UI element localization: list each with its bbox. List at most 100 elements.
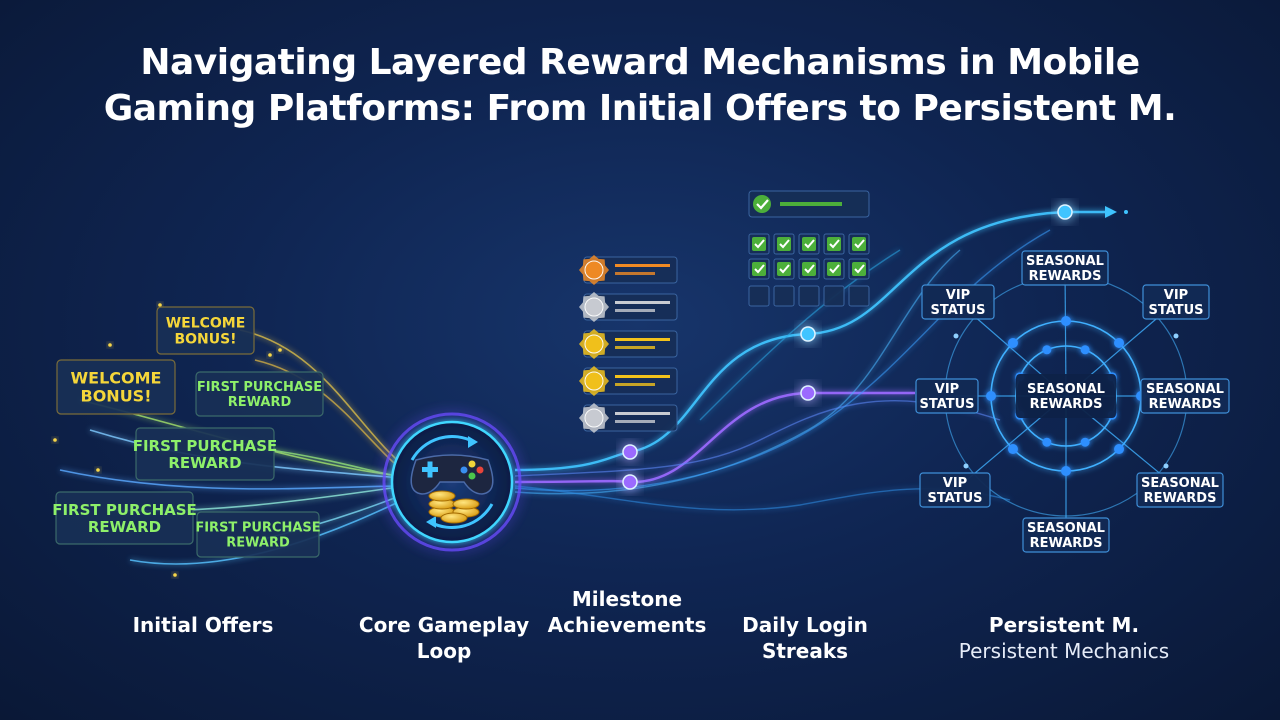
fan-line-7 (59, 469, 421, 490)
flow-node-4 (1057, 204, 1073, 220)
gamepad-icon (410, 454, 494, 495)
flow-line-6 (699, 249, 901, 421)
milestone-achievements-group (579, 255, 678, 433)
medal-core (584, 297, 604, 317)
medal-bar (615, 309, 655, 312)
network-node-box (1140, 378, 1230, 414)
checkbox-fill (827, 262, 841, 276)
offer-card-bg (56, 359, 176, 415)
login-day-empty (773, 285, 795, 307)
network-node (1042, 345, 1052, 355)
stage-label-core-loop: Core Gameplay Loop (358, 613, 530, 663)
medal-core (584, 371, 604, 391)
medal-row (579, 255, 678, 285)
login-day-box (848, 285, 870, 307)
check-icon (804, 239, 815, 249)
stage-label-initial-offers: Initial Offers (132, 613, 274, 637)
login-day-checked (773, 258, 795, 280)
gamepad-button (476, 466, 484, 474)
medal-bar (615, 412, 670, 415)
core-loop-hub (382, 412, 522, 552)
sparkle-1 (108, 343, 112, 347)
check-icon (804, 264, 815, 274)
network-center-bg (1016, 374, 1116, 418)
medal-bar (615, 375, 670, 378)
network-node (986, 391, 996, 401)
checkbox-fill (802, 237, 816, 251)
login-day-checked (798, 258, 820, 280)
medal-row (579, 403, 678, 433)
medal-bar (615, 346, 655, 349)
check-icon (854, 239, 865, 249)
coin (428, 490, 456, 502)
login-day-checked (848, 233, 870, 255)
gamepad-button (460, 466, 468, 474)
flow-line-3 (514, 400, 1001, 477)
gamepad-button (468, 460, 476, 468)
title-line-2: Gaming Platforms: From Initial Offers to… (103, 88, 1177, 129)
flow-node-2 (800, 326, 816, 342)
sparkle-6 (173, 573, 177, 577)
sparkle-2 (278, 348, 282, 352)
login-day-checked (748, 258, 770, 280)
flow-line-1 (514, 391, 915, 484)
network-node (1080, 437, 1090, 447)
medal-bar (615, 272, 655, 275)
medal-bar (615, 383, 655, 386)
offer-card-bg (55, 491, 194, 545)
medal-core (584, 334, 604, 354)
medal-bar (615, 338, 670, 341)
login-day-empty (798, 285, 820, 307)
network-dot (1173, 333, 1179, 339)
check-icon (779, 239, 790, 249)
login-day-checked (823, 233, 845, 255)
check-icon (754, 264, 765, 274)
offer-card-bg (196, 511, 320, 558)
flow-spark (1124, 210, 1128, 214)
offer-card-bg (156, 306, 255, 355)
checkbox-fill (777, 237, 791, 251)
medal-bar (615, 301, 670, 304)
flow-node-3 (800, 385, 816, 401)
network-dot (953, 333, 959, 339)
medal-core (584, 408, 604, 428)
network-dot (963, 463, 969, 469)
stage-sublabel-persistent: Persistent Mechanics (958, 639, 1170, 663)
stage-label-daily-login: Daily Login Streaks (742, 613, 868, 663)
cycle-arrows-icon (410, 434, 475, 461)
network-node-box (921, 284, 995, 320)
login-day-box (773, 285, 795, 307)
check-icon (829, 264, 840, 274)
network-node-box (1142, 284, 1210, 320)
gamepad-button (468, 472, 476, 480)
arrow-head-icon (1105, 206, 1117, 218)
network-node-box (1136, 472, 1224, 508)
medal-bar (615, 264, 670, 267)
login-day-checked (823, 258, 845, 280)
stage-label-milestones: Milestone Achievements (547, 587, 707, 637)
title-line-1: Navigating Layered Reward Mechanisms in … (140, 42, 1140, 83)
check-circle-icon (753, 195, 771, 213)
stage-label-persistent: Persistent M. Persistent Mechanics (944, 612, 1184, 664)
offer-card-bg (135, 427, 275, 481)
